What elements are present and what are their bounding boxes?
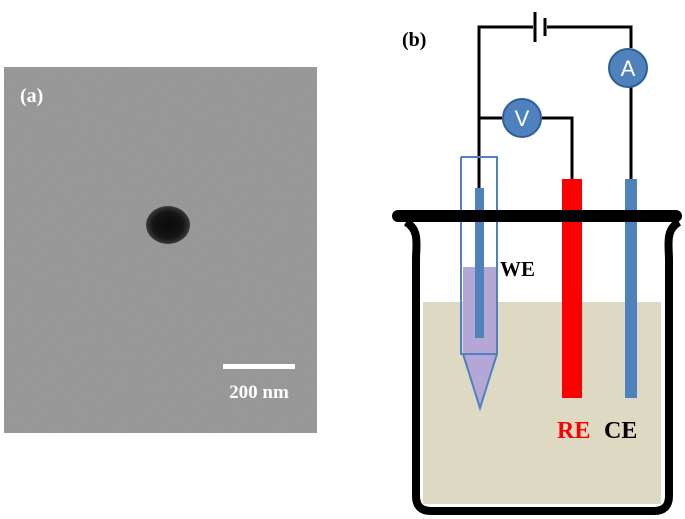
counter-electrode: CE (604, 179, 637, 444)
nanoparticle (146, 206, 190, 244)
reference-electrode-rod (562, 179, 582, 398)
panel-b: (b) A V (392, 12, 682, 515)
sem-noise-texture (4, 67, 317, 433)
voltmeter-label: V (515, 106, 530, 131)
counter-electrode-label: CE (604, 418, 637, 444)
voltmeter: V (502, 98, 542, 138)
scale-bar (223, 364, 295, 369)
ammeter-circle-icon (608, 48, 648, 88)
ammeter: A (608, 48, 648, 88)
battery-icon (533, 12, 547, 42)
panel-b-label: (b) (402, 29, 426, 51)
ammeter-label: A (621, 56, 636, 81)
circuit-wires (477, 25, 633, 188)
electrolyte (423, 302, 661, 504)
wire-top-loop (477, 25, 533, 188)
working-electrode-label: WE (500, 257, 535, 281)
scale-bar-label: 200 nm (229, 382, 289, 403)
panel-a: (a) 200 nm (4, 67, 317, 433)
reference-electrode-label: RE (557, 418, 590, 444)
beaker-body (403, 218, 682, 515)
working-electrode-wire (475, 188, 484, 338)
wire-voltmeter-to-re (542, 116, 574, 180)
working-electrode: WE (460, 156, 535, 412)
panel-a-label: (a) (20, 85, 43, 107)
capillary-outline (460, 156, 498, 412)
capillary-tip-fill (463, 355, 496, 408)
beaker (392, 210, 682, 515)
counter-electrode-rod (625, 179, 637, 398)
voltmeter-circle-icon (502, 98, 542, 138)
wire-battery-to-ammeter (547, 25, 633, 48)
reference-electrode: RE (557, 179, 590, 444)
